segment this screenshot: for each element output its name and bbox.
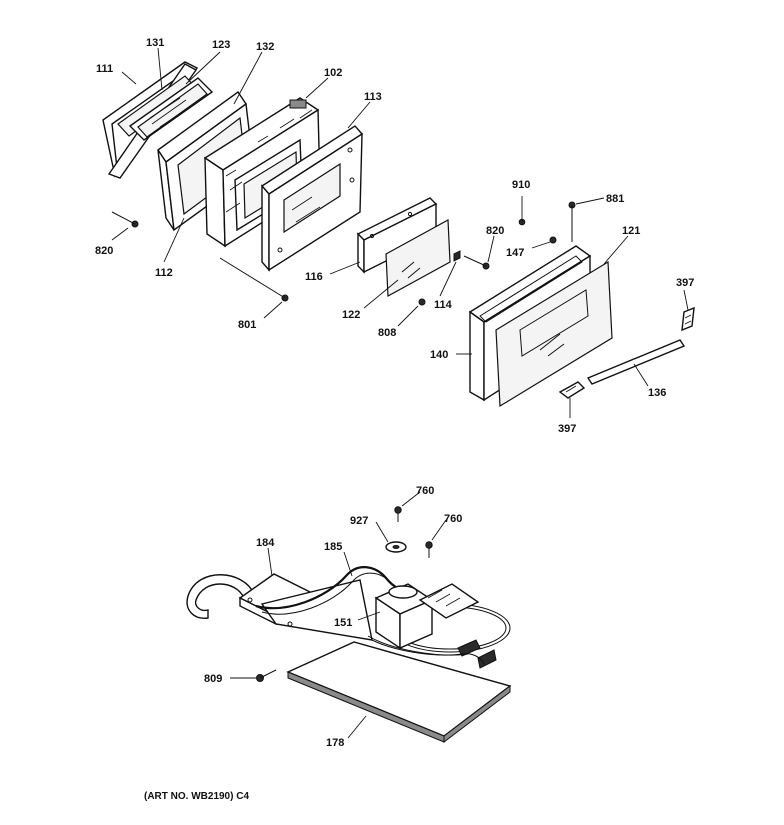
callout-111: 111 — [96, 63, 113, 75]
callout-112: 112 — [155, 267, 173, 279]
screw-820-right — [463, 255, 490, 270]
callout-132: 132 — [256, 41, 274, 53]
part-147 — [549, 236, 557, 244]
callout-114: 114 — [434, 299, 453, 311]
screw-820-left — [111, 211, 139, 228]
part-114-clip — [453, 250, 461, 262]
callout-136: 136 — [648, 387, 666, 399]
callout-910: 910 — [512, 179, 530, 191]
part-102-inner-box — [203, 97, 321, 248]
callout-131: 131 — [146, 37, 164, 49]
part-122-glass — [385, 219, 451, 297]
callout-808: 808 — [378, 327, 396, 339]
screw-808 — [418, 298, 426, 306]
callout-121: 121 — [622, 225, 640, 237]
callout-147: 147 — [506, 247, 524, 259]
screw-881 — [568, 201, 576, 242]
callout-102: 102 — [324, 67, 342, 79]
callout-123: 123 — [212, 39, 230, 51]
callout-122: 122 — [342, 309, 360, 321]
part-178-base-plate — [286, 641, 512, 744]
callout-140: 140 — [430, 349, 448, 361]
callout-151: 151 — [334, 617, 352, 629]
callout-809: 809 — [204, 673, 222, 685]
callout-113: 113 — [364, 91, 382, 103]
screw-801 — [219, 257, 289, 302]
art-number-caption: (ART NO. WB2190) C4 — [144, 791, 250, 802]
callout-397-top: 397 — [676, 277, 694, 289]
callout-927: 927 — [350, 515, 368, 527]
callout-760-right: 760 — [444, 513, 462, 525]
callout-820-left: 820 — [95, 245, 113, 257]
callout-185: 185 — [324, 541, 342, 553]
callout-397-bottom: 397 — [558, 423, 576, 435]
callout-184: 184 — [256, 537, 275, 549]
part-123-panel — [128, 77, 214, 141]
leader-lines — [111, 47, 689, 739]
part-397-endcap-bottom — [558, 381, 586, 399]
part-121-door-glass — [495, 260, 613, 408]
part-927-washer — [385, 541, 407, 553]
callout-178: 178 — [326, 737, 344, 749]
callout-116: 116 — [305, 271, 323, 283]
screw-760-top — [394, 506, 402, 522]
screw-760-right — [425, 541, 433, 558]
callout-820-right: 820 — [486, 225, 504, 237]
screw-809 — [256, 669, 277, 682]
part-136-trim-strip — [586, 339, 686, 385]
part-397-endcap-top — [681, 306, 695, 332]
part-113-inner-panel — [260, 125, 364, 272]
part-910 — [518, 196, 526, 226]
callout-760-top: 760 — [416, 485, 434, 497]
callout-801: 801 — [238, 319, 256, 331]
part-151-motor — [367, 583, 497, 669]
callout-881: 881 — [606, 193, 624, 205]
